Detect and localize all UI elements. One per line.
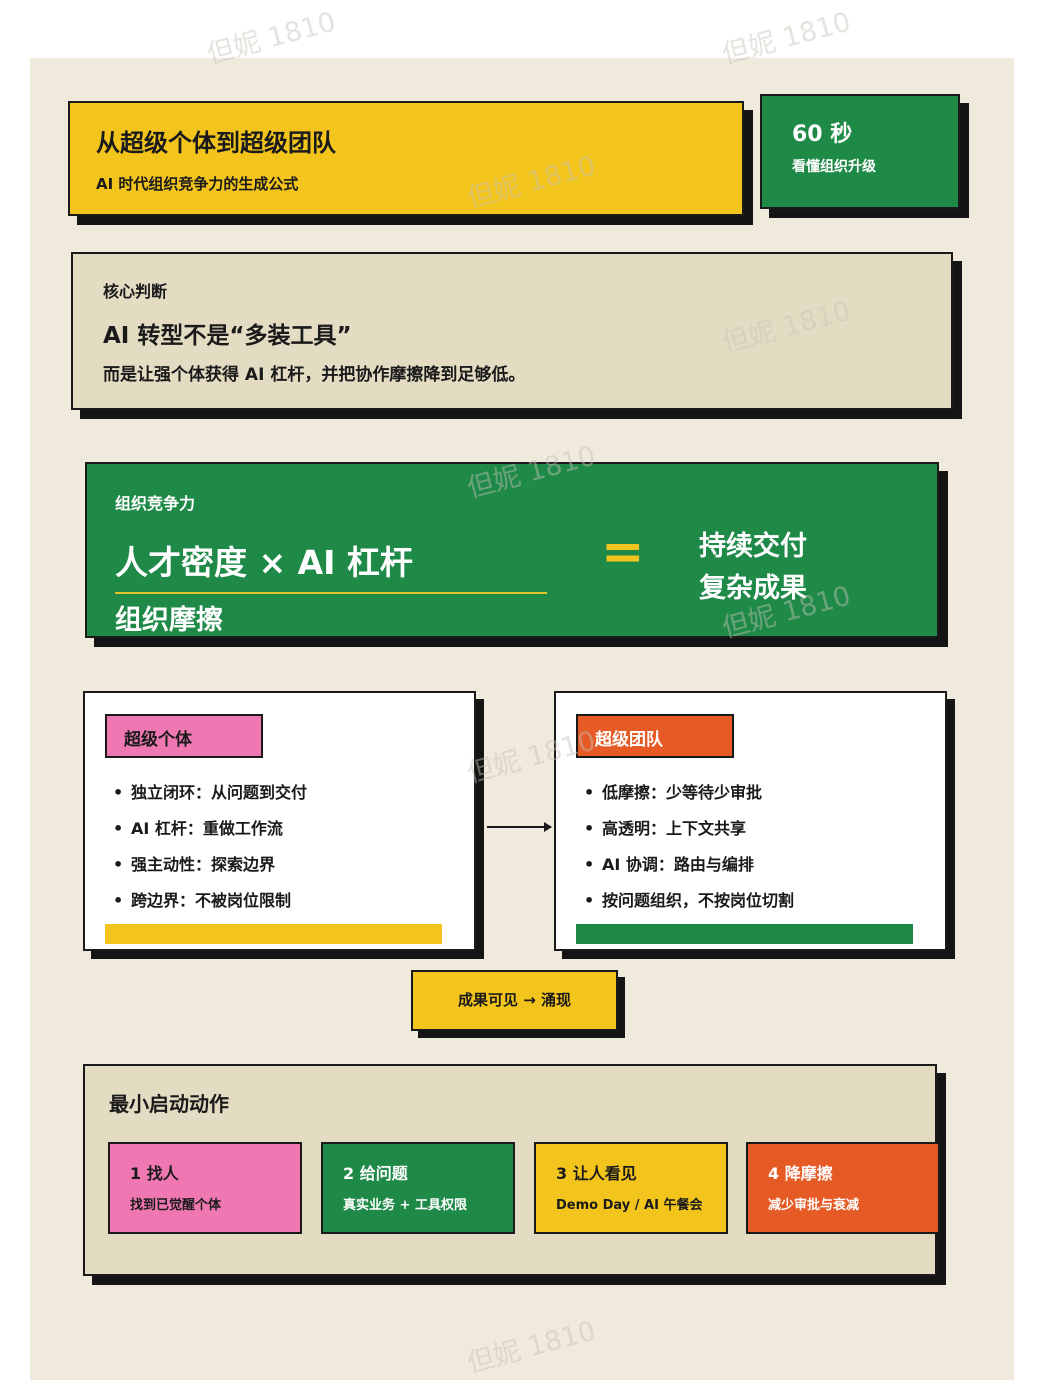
judgement-body: 而是让强个体获得 AI 杠杆，并把协作摩擦降到足够低。	[103, 365, 526, 385]
formula-label: 组织竞争力	[115, 494, 196, 513]
arrow-right-icon	[487, 822, 552, 832]
judgement-label: 核心判断	[103, 282, 168, 301]
super-team-tag: 超级团队	[576, 714, 734, 758]
emergence-badge: 成果可见 → 涌现	[411, 970, 618, 1031]
card-title: 3 让人看见	[556, 1164, 637, 1183]
formula-denominator: 组织摩擦	[115, 605, 223, 636]
actions-title: 最小启动动作	[109, 1092, 229, 1116]
card-title: 2 给问题	[343, 1164, 408, 1183]
super-team-list: 低摩擦：少等待少审批 高透明：上下文共享 AI 协调：路由与编排 按问题组织，不…	[584, 779, 794, 923]
action-card-visible: 3 让人看见 Demo Day / AI 午餐会	[534, 1142, 728, 1234]
list-item: AI 协调：路由与编排	[584, 851, 794, 887]
super-individual-tag: 超级个体	[105, 714, 263, 758]
action-card-find: 1 找人 找到已觉醒个体	[108, 1142, 302, 1234]
time-badge: 60 秒 看懂组织升级	[760, 94, 960, 209]
card-subtitle: Demo Day / AI 午餐会	[556, 1198, 703, 1213]
card-subtitle: 减少审批与衰减	[768, 1198, 860, 1213]
actions-panel: 最小启动动作 1 找人 找到已觉醒个体 2 给问题 真实业务 + 工具权限 3 …	[83, 1064, 940, 1276]
super-individual-card: 超级个体 独立闭环：从问题到交付 AI 杠杆：重做工作流 强主动性：探索边界 跨…	[83, 691, 476, 951]
list-item: 按问题组织，不按岗位切割	[584, 887, 794, 923]
action-card-problem: 2 给问题 真实业务 + 工具权限	[321, 1142, 515, 1234]
formula-numerator: 人才密度 × AI 杠杆	[115, 543, 413, 582]
list-item: 强主动性：探索边界	[113, 851, 307, 887]
card-title: 4 降摩擦	[768, 1164, 833, 1183]
emergence-text: 成果可见 → 涌现	[457, 991, 571, 1009]
list-item: AI 杠杆：重做工作流	[113, 815, 307, 851]
core-judgement-card: 核心判断 AI 转型不是“多装工具” 而是让强个体获得 AI 杠杆，并把协作摩擦…	[71, 252, 953, 410]
fraction-line	[115, 592, 547, 594]
judgement-headline: AI 转型不是“多装工具”	[103, 323, 352, 349]
super-individual-list: 独立闭环：从问题到交付 AI 杠杆：重做工作流 强主动性：探索边界 跨边界：不被…	[113, 779, 307, 923]
time-caption: 看懂组织升级	[792, 159, 876, 175]
formula-card: 组织竞争力 人才密度 × AI 杠杆 组织摩擦 = 持续交付 复杂成果	[85, 462, 939, 638]
page-subtitle: AI 时代组织竞争力的生成公式	[96, 175, 299, 193]
card-title: 1 找人	[130, 1164, 179, 1183]
equals-sign: =	[601, 522, 645, 582]
accent-bar	[576, 924, 913, 944]
card-subtitle: 真实业务 + 工具权限	[343, 1198, 467, 1213]
result-line-2: 复杂成果	[699, 573, 807, 604]
time-label: 60 秒	[792, 122, 853, 147]
result-line-1: 持续交付	[699, 531, 807, 562]
list-item: 跨边界：不被岗位限制	[113, 887, 307, 923]
list-item: 低摩擦：少等待少审批	[584, 779, 794, 815]
accent-bar	[105, 924, 442, 944]
card-subtitle: 找到已觉醒个体	[130, 1198, 222, 1213]
super-team-card: 超级团队 低摩擦：少等待少审批 高透明：上下文共享 AI 协调：路由与编排 按问…	[554, 691, 947, 951]
list-item: 独立闭环：从问题到交付	[113, 779, 307, 815]
formula-result: 持续交付 复杂成果	[699, 526, 807, 610]
action-card-friction: 4 降摩擦 减少审批与衰减	[746, 1142, 940, 1234]
title-card: 从超级个体到超级团队 AI 时代组织竞争力的生成公式	[68, 101, 744, 216]
list-item: 高透明：上下文共享	[584, 815, 794, 851]
page-title: 从超级个体到超级团队	[96, 129, 336, 157]
